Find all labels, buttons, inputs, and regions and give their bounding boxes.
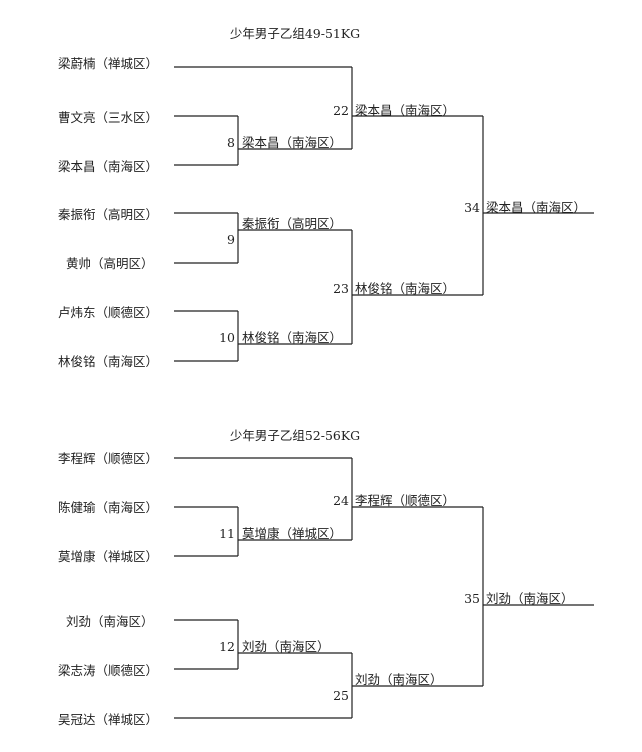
entrant-name: 曹文亮（三水区） xyxy=(58,110,158,125)
match-winner: 林俊铭（南海区） xyxy=(355,281,455,296)
match-winner: 刘劲（南海区） xyxy=(355,672,443,687)
match-number: 23 xyxy=(333,281,349,296)
match-winner: 刘劲（南海区） xyxy=(242,639,330,654)
match-winner: 林俊铭（南海区） xyxy=(242,330,342,345)
match-number: 11 xyxy=(219,526,235,541)
bracket-52-56kg: 少年男子乙组52-56KG 李程辉（顺德区） 陈健瑜（南海区） 莫增康（禅城区）… xyxy=(58,428,594,727)
entrant-name: 梁蔚楠（禅城区） xyxy=(58,56,158,71)
match-number: 9 xyxy=(227,232,235,247)
entrant-name: 黄帅（高明区） xyxy=(66,256,154,271)
entrant-name: 林俊铭（南海区） xyxy=(58,354,158,369)
bracket-title: 少年男子乙组52-56KG xyxy=(230,428,360,443)
entrant-name: 秦振衔（高明区） xyxy=(58,207,158,222)
entrant-name: 梁志涛（顺德区） xyxy=(58,663,158,678)
match-number: 8 xyxy=(227,135,235,150)
match-winner: 李程辉（顺德区） xyxy=(355,493,455,508)
match-number: 35 xyxy=(464,591,480,606)
bracket-49-51kg: 少年男子乙组49-51KG 梁蔚楠（禅城区） 曹文亮（三水区） 梁本昌（南海区）… xyxy=(58,26,594,369)
entrant-name: 李程辉（顺德区） xyxy=(58,451,158,466)
match-winner: 梁本昌（南海区） xyxy=(355,103,455,118)
match-number: 22 xyxy=(333,103,349,118)
match-winner: 梁本昌（南海区） xyxy=(242,135,342,150)
entrant-name: 刘劲（南海区） xyxy=(66,614,154,629)
match-winner: 秦振衔（高明区） xyxy=(242,216,342,231)
entrant-name: 陈健瑜（南海区） xyxy=(58,500,158,515)
match-number: 25 xyxy=(333,688,349,703)
match-number: 24 xyxy=(333,493,349,508)
bracket-title: 少年男子乙组49-51KG xyxy=(230,26,360,41)
match-winner: 莫增康（禅城区） xyxy=(242,526,342,541)
entrant-name: 卢炜东（顺德区） xyxy=(58,305,158,320)
match-winner: 梁本昌（南海区） xyxy=(486,200,586,215)
match-number: 10 xyxy=(219,330,235,345)
entrant-name: 吴冠达（禅城区） xyxy=(58,712,158,727)
entrant-name: 莫增康（禅城区） xyxy=(58,549,158,564)
match-winner: 刘劲（南海区） xyxy=(486,591,574,606)
match-number: 12 xyxy=(219,639,235,654)
match-number: 34 xyxy=(464,200,480,215)
entrant-name: 梁本昌（南海区） xyxy=(58,159,158,174)
